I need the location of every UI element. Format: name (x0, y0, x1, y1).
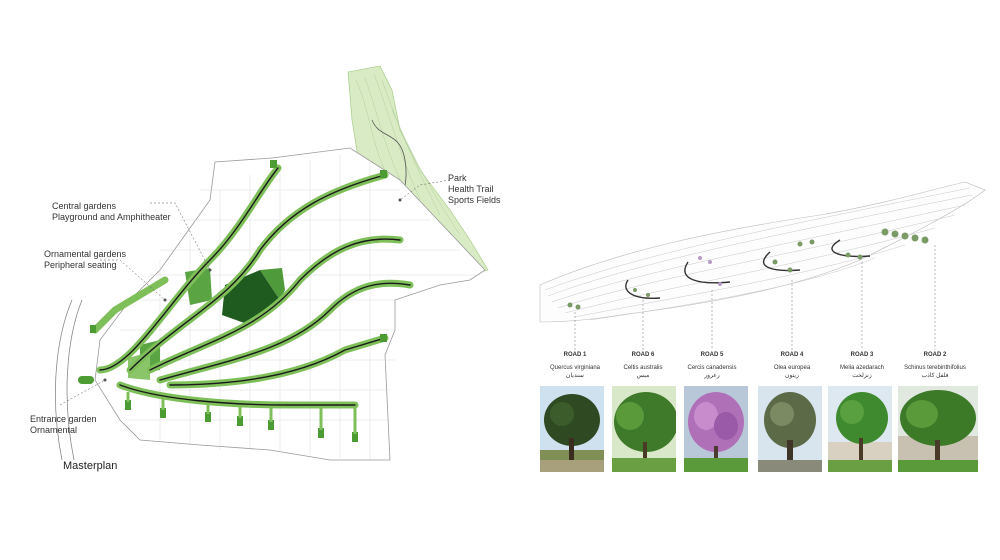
peripheral-seating-label: Peripheral seating (44, 260, 117, 270)
cercis-tree-image (684, 386, 748, 472)
playground-label: Playground and Amphitheater (52, 212, 171, 222)
sports-fields-label: Sports Fields (448, 195, 501, 205)
central-callout: Central gardens Playground and Amphithea… (52, 201, 171, 223)
species-label: Melia azedarach زنزلخت (822, 364, 902, 380)
tree-photo-celtis (612, 386, 676, 472)
masterplan-title: Masterplan (63, 460, 118, 472)
health-trail-label: Health Trail (448, 184, 494, 194)
species-latin: Schinus terebinthifolius (904, 365, 966, 371)
road-label: ROAD 1 (563, 352, 587, 358)
tree-photo-quercus (540, 386, 604, 472)
species-label: Quercus virginiana سنديان (535, 364, 615, 380)
central-gardens-label: Central gardens (52, 201, 117, 211)
species-arabic: زنزلخت (852, 373, 872, 379)
species-latin: Quercus virginiana (549, 365, 601, 371)
tree-photo-cercis (684, 386, 748, 472)
species-arabic: سنديان (566, 373, 584, 379)
external-road (55, 299, 73, 461)
entrance-garden-label: Entrance garden (30, 414, 97, 424)
species-latin: Celtis australis (623, 365, 663, 371)
species-label: Cercis canadensis زعرور (672, 364, 752, 380)
tree-photo-melia (828, 386, 892, 472)
species-latin: Melia azedarach (839, 365, 885, 371)
species-arabic: فلفل كاذب (921, 373, 949, 379)
species-label: Schinus terebinthifolius فلفل كاذب (895, 364, 975, 380)
road-label: ROAD 3 (850, 352, 874, 358)
celtis-tree-image (612, 386, 676, 472)
species-latin: Olea europea (773, 365, 811, 371)
ornamental-gardens-label: Ornamental gardens (44, 249, 127, 259)
olive-tree-image (758, 386, 822, 472)
species-arabic: زيتون (785, 373, 799, 379)
road-label: ROAD 4 (780, 352, 804, 358)
species-latin: Cercis canadensis (687, 365, 737, 371)
melia-tree-image (828, 386, 892, 472)
road-label: ROAD 6 (631, 352, 655, 358)
species-arabic: زعرور (704, 373, 720, 379)
schinus-tree-image (898, 386, 978, 472)
road-label: ROAD 5 (700, 352, 724, 358)
species-arabic: ميس (636, 373, 650, 379)
tree-photo-schinus (898, 386, 978, 472)
oak-tree-image (540, 386, 604, 472)
entrance-callout: Entrance garden Ornamental (30, 414, 97, 436)
road-label: ROAD 2 (923, 352, 947, 358)
park-callout: Park Health Trail Sports Fields (448, 173, 501, 206)
species-label: Celtis australis ميس (603, 364, 683, 380)
terrain-perspective (539, 181, 986, 323)
ornamental-callout: Ornamental gardens Peripheral seating (44, 249, 126, 271)
tree-photo-olea (758, 386, 822, 472)
park-label: Park (448, 173, 467, 183)
entrance-ornamental-label: Ornamental (30, 425, 78, 435)
terrain-trees (567, 228, 929, 310)
species-label: Olea europea زيتون (752, 364, 832, 380)
